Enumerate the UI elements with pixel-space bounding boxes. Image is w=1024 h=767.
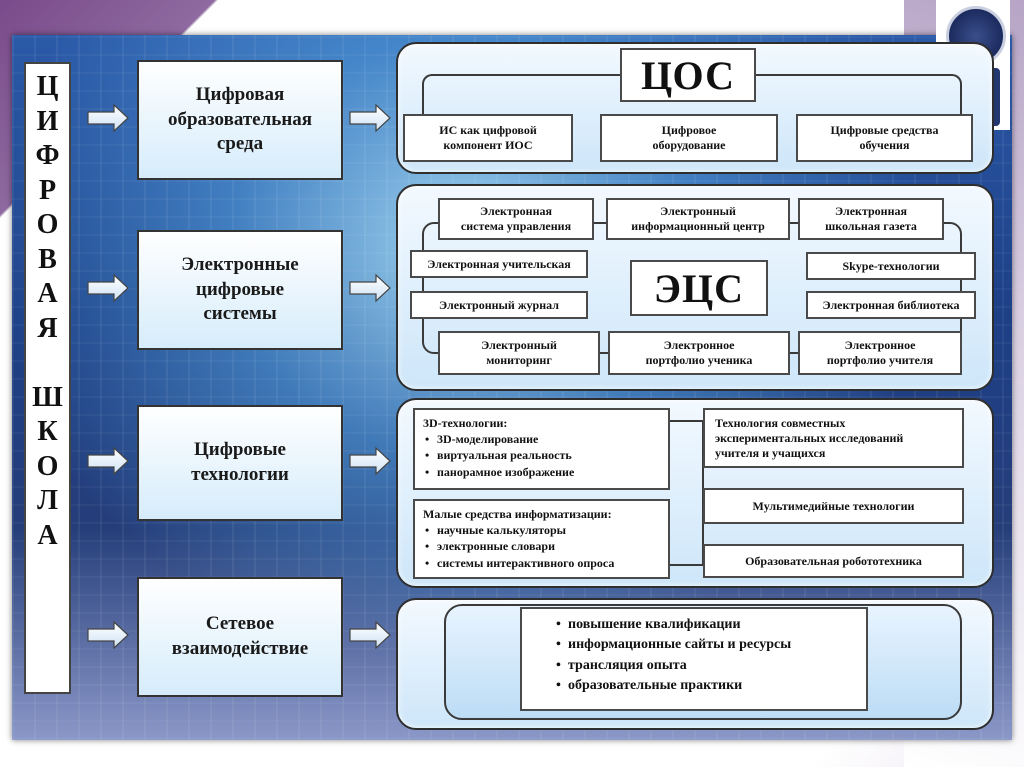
tech-joint-research: Технология совместных экспериментальных … [703, 408, 964, 468]
list-item: электронные словари [425, 538, 660, 554]
ecs-item: Электронное портфолио учителя [798, 331, 962, 375]
title-letter: А [37, 519, 58, 551]
category-network-interaction: Сетевое взаимодействие [137, 577, 343, 697]
list-item: панорамное изображение [425, 464, 660, 480]
list-item: образовательные практики [556, 676, 856, 697]
list-item: 3D-моделирование [425, 431, 660, 447]
tech-3d-box: 3D-технологии: 3D-моделирование виртуаль… [413, 408, 670, 490]
ecs-item: Электронная школьная газета [798, 198, 944, 240]
ecs-item: Электронный информационный центр [606, 198, 790, 240]
title-letter: И [36, 105, 59, 137]
tech-connector [668, 420, 704, 566]
ecs-item: Skype-технологии [806, 252, 976, 280]
tech-robotics: Образовательная робототехника [703, 544, 964, 578]
category-electronic-systems: Электронные цифровые системы [137, 230, 343, 350]
tech-small-title: Малые средства информатизации: [423, 507, 612, 521]
cos-title: ЦОС [620, 48, 756, 102]
list-item: научные калькуляторы [425, 522, 660, 538]
list-item: информационные сайты и ресурсы [556, 635, 856, 656]
list-item: системы интерактивного опроса [425, 555, 660, 571]
title-letter: Л [37, 485, 58, 516]
tech-3d-title: 3D-технологии: [423, 416, 508, 430]
ecs-item: Электронный журнал [410, 291, 588, 319]
title-letter: О [36, 450, 59, 482]
ecs-item: Электронная учительская [410, 250, 588, 278]
ecs-item: Электронная система управления [438, 198, 594, 240]
title-letter: Р [38, 174, 57, 206]
title-letter: Я [37, 312, 58, 344]
cos-item: Цифровые средства обучения [796, 114, 973, 162]
ecs-item: Электронное портфолио ученика [608, 331, 790, 375]
title-letter: Ц [36, 71, 59, 102]
title-letter: К [37, 416, 58, 447]
title-letter: А [37, 278, 58, 309]
tech-multimedia: Мультимедийные технологии [703, 488, 964, 524]
list-item: повышение квалификации [556, 615, 856, 636]
ecs-item: Электронная библиотека [806, 291, 976, 319]
ecs-item: Электронный мониторинг [438, 331, 600, 375]
network-list: повышение квалификации информационные са… [520, 607, 868, 711]
vertical-title: Ц И Ф Р О В А Я Ш К О Л А [24, 62, 71, 694]
category-digital-technologies: Цифровые технологии [137, 405, 343, 521]
list-item: виртуальная реальность [425, 447, 660, 463]
title-letter: Ш [32, 381, 63, 413]
title-letter: О [36, 209, 59, 240]
cos-item: Цифровое оборудование [600, 114, 778, 162]
category-digital-environment: Цифровая образовательная среда [137, 60, 343, 180]
tech-small-means-box: Малые средства информатизации: научные к… [413, 499, 670, 579]
cos-item: ИС как цифровой компонент ИОС [403, 114, 573, 162]
list-item: трансляция опыта [556, 656, 856, 677]
ecs-title: ЭЦС [630, 260, 768, 316]
title-letter: В [38, 243, 57, 275]
title-letter: Ф [35, 140, 60, 171]
